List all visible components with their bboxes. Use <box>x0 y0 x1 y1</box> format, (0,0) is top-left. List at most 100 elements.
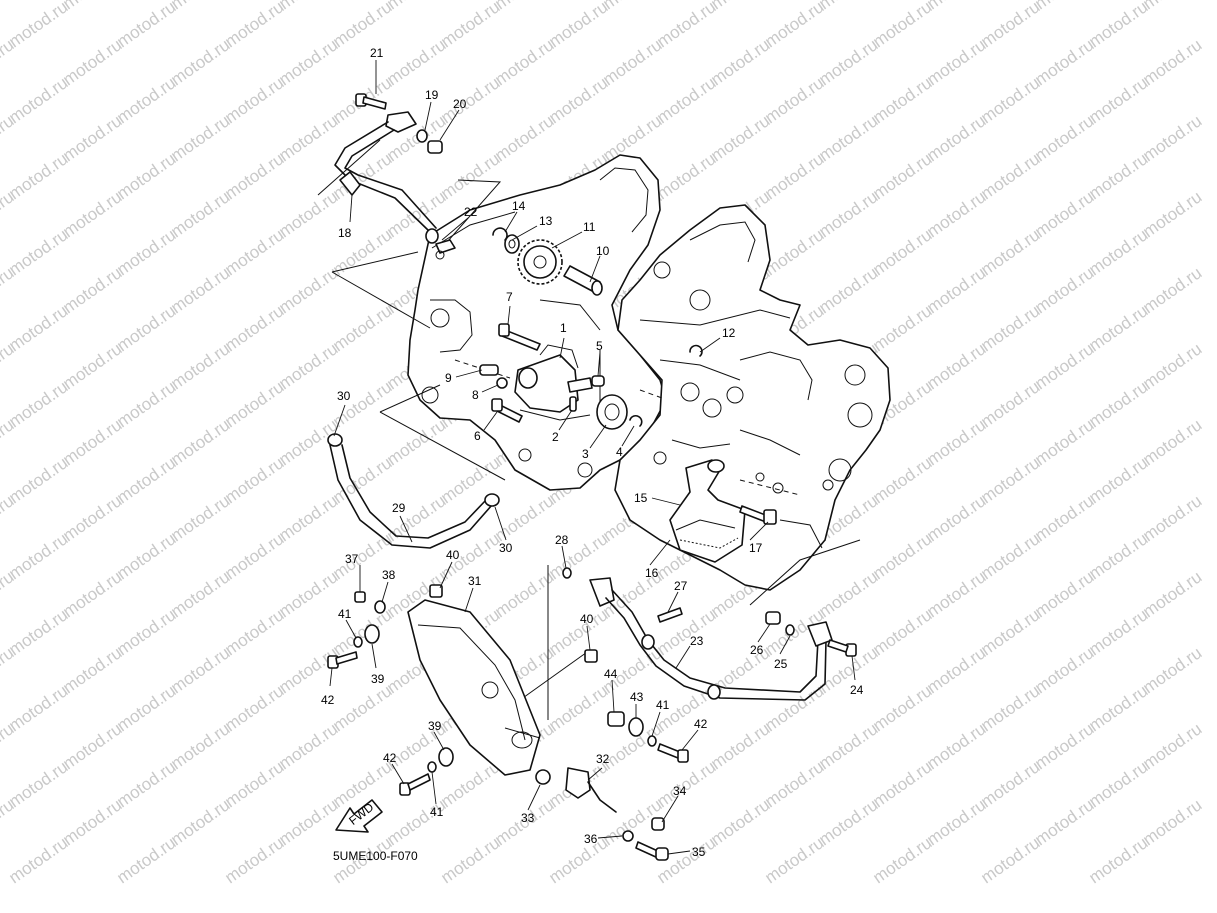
watermark-text: motod.ru <box>329 377 395 431</box>
watermark-text: motod.ru <box>383 795 449 849</box>
watermark-text: motod.ru <box>1139 719 1205 773</box>
leader-lines <box>329 60 856 855</box>
callout-labels: 21 19 20 18 22 14 13 11 10 7 1 5 12 9 8 … <box>321 46 864 859</box>
watermark-text: motod.ru <box>977 0 1043 51</box>
top-oil-pipe <box>334 93 456 260</box>
watermark-text: motod.ru <box>977 149 1043 203</box>
callout-41-left: 41 <box>338 607 352 621</box>
callout-13: 13 <box>539 214 553 228</box>
watermark-text: motod.ru <box>113 605 179 659</box>
watermark-text: motod.ru <box>1139 795 1205 849</box>
watermark-text: motod.ru <box>113 149 179 203</box>
callout-35: 35 <box>692 845 706 859</box>
watermark-text: motod.ru <box>59 415 125 469</box>
watermark-text: motod.ru <box>1031 795 1097 849</box>
watermark-text: motod.ru <box>491 491 557 545</box>
callout-41-bottom: 41 <box>430 805 444 819</box>
watermark-text: motod.ru <box>869 605 935 659</box>
watermark-text: motod.ru <box>1031 187 1097 241</box>
watermark-text: motod.ru <box>59 339 125 393</box>
callout-10: 10 <box>596 244 610 258</box>
watermark-text: motod.ru <box>1031 491 1097 545</box>
watermark-text: motod.ru <box>977 225 1043 279</box>
lower-fittings <box>535 711 689 861</box>
callout-18: 18 <box>338 226 352 240</box>
crankcase-cover <box>407 584 598 776</box>
watermark-text: motod.ru <box>167 339 233 393</box>
watermark-text: motod.ru <box>707 111 773 165</box>
watermark-text: motod.ru <box>923 187 989 241</box>
watermark-text: motod.ru <box>1031 415 1097 469</box>
watermark-text: motod.ru <box>0 0 17 13</box>
watermark-text: motod.ru <box>59 719 125 773</box>
callout-6: 6 <box>474 429 481 443</box>
watermark-text: motod.ru <box>1031 35 1097 89</box>
watermark-text: motod.ru <box>1085 149 1151 203</box>
watermark-text: motod.ru <box>5 301 71 355</box>
watermark-text: motod.ru <box>329 301 395 355</box>
watermark-text: motod.ru <box>167 795 233 849</box>
callout-1: 1 <box>560 321 567 335</box>
callout-38: 38 <box>382 568 396 582</box>
watermark-text: motod.ru <box>167 415 233 469</box>
watermark-text: motod.ru <box>5 833 71 887</box>
watermark-text: motod.ru <box>59 35 125 89</box>
watermark-text: motod.ru <box>1085 0 1151 51</box>
watermark-text: motod.ru <box>653 73 719 127</box>
callout-43: 43 <box>630 690 644 704</box>
watermark-text: motod.ru <box>869 529 935 583</box>
watermark-text: motod.ru <box>869 0 935 51</box>
callout-11: 11 <box>583 220 596 234</box>
watermark-text: motod.ru <box>275 567 341 621</box>
callout-4: 4 <box>616 445 623 459</box>
callout-17: 17 <box>749 541 763 555</box>
callout-29: 29 <box>392 501 406 515</box>
watermark-text: motod.ru <box>329 0 395 51</box>
watermark-text: motod.ru <box>1085 605 1151 659</box>
watermark-text: motod.ru <box>1085 377 1151 431</box>
watermark-text: motod.ru <box>59 187 125 241</box>
callout-34: 34 <box>673 784 687 798</box>
callout-19: 19 <box>425 88 439 102</box>
watermark-text: motod.ru <box>437 0 503 51</box>
watermark-text: motod.ru <box>5 605 71 659</box>
watermark-text: motod.ru <box>5 529 71 583</box>
watermark-text: motod.ru <box>869 73 935 127</box>
watermark-text: motod.ru <box>545 681 611 735</box>
watermark-text: motod.ru <box>815 719 881 773</box>
watermark-text: motod.ru <box>491 567 557 621</box>
watermark-text: motod.ru <box>167 643 233 697</box>
watermark-text: motod.ru <box>221 757 287 811</box>
watermark-text: motod.ru <box>761 833 827 887</box>
callout-27: 27 <box>674 579 688 593</box>
watermark-text: motod.ru <box>707 719 773 773</box>
watermark-text: motod.ru <box>923 643 989 697</box>
watermark-text: motod.ru <box>221 453 287 507</box>
watermark-text: motod.ru <box>5 681 71 735</box>
watermark-text: motod.ru <box>923 415 989 469</box>
callout-16: 16 <box>645 566 659 580</box>
callout-30-bottom: 30 <box>499 541 513 555</box>
callout-28: 28 <box>555 533 569 547</box>
watermark-text: motod.ru <box>923 491 989 545</box>
watermark-text: motod.ru <box>113 377 179 431</box>
callout-26: 26 <box>750 643 764 657</box>
watermark-text: motod.ru <box>653 149 719 203</box>
watermark-text: motod.ru <box>923 35 989 89</box>
watermark-text: motod.ru <box>923 339 989 393</box>
watermark-text: motod.ru <box>221 0 287 51</box>
watermark-text: motod.ru <box>761 225 827 279</box>
watermark-text: motod.ru <box>221 377 287 431</box>
watermark-text: motod.ru <box>1085 225 1151 279</box>
watermark-text: motod.ru <box>1085 301 1151 355</box>
watermark-text: motod.ru <box>5 377 71 431</box>
callout-25: 25 <box>774 657 788 671</box>
watermark-text: motod.ru <box>1139 187 1205 241</box>
callout-5: 5 <box>596 339 603 353</box>
callout-2: 2 <box>552 430 559 444</box>
watermark-text: motod.ru <box>1139 567 1205 621</box>
watermark-text: motod.ru <box>1085 453 1151 507</box>
callout-31: 31 <box>468 574 482 588</box>
watermark-text: motod.ru <box>5 225 71 279</box>
